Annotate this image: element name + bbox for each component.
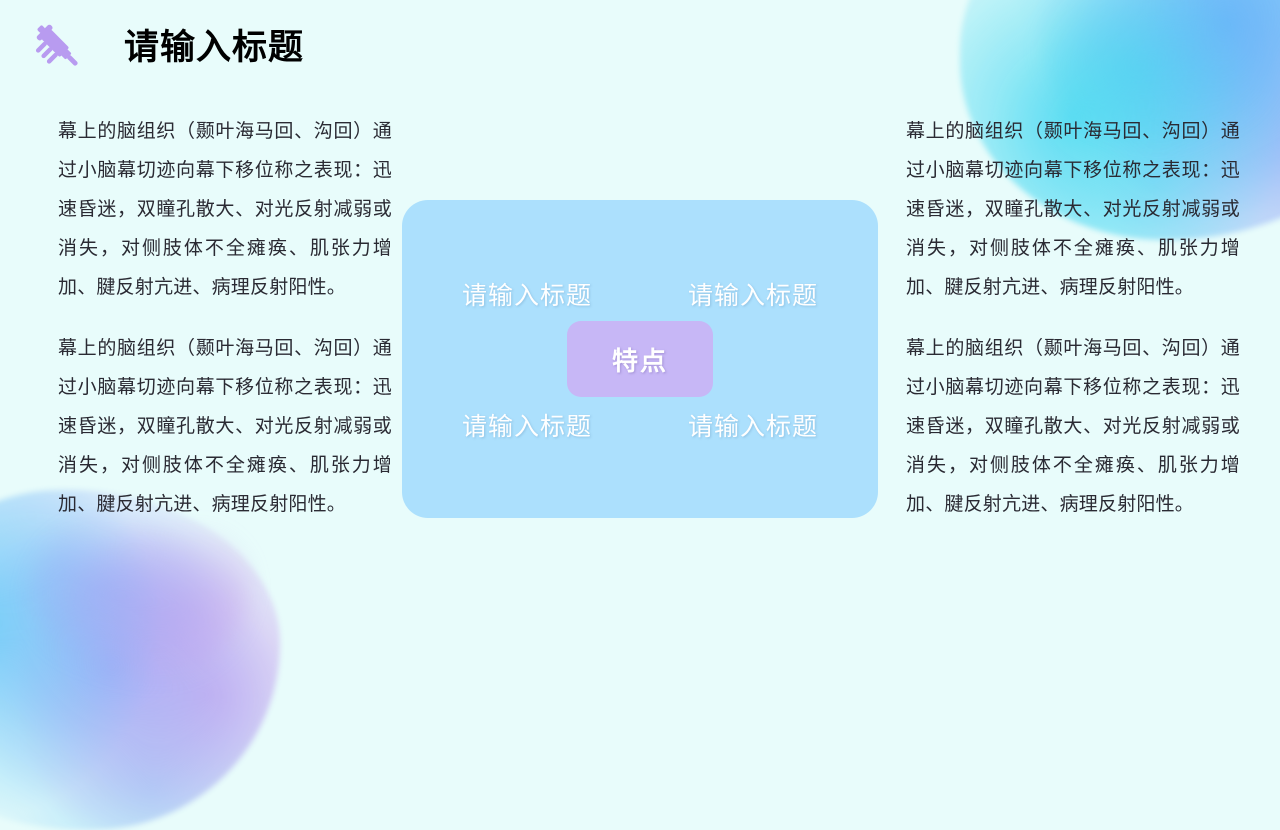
syringe-icon: [35, 24, 78, 66]
feature-label-bottom-right[interactable]: 请输入标题: [687, 412, 818, 441]
left-paragraph-2: 幕上的脑组织（颞叶海马回、沟回）通过小脑幕切迹向幕下移位称之表现：迅速昏迷，双瞳…: [58, 338, 392, 515]
feature-label-bottom-left[interactable]: 请输入标题: [461, 412, 592, 441]
feature-card-labels: 请输入标题 请输入标题 请输入标题 请输入标题: [402, 200, 878, 518]
watercolor-decoration-bottom-left: [0, 490, 280, 830]
right-paragraph-1: 幕上的脑组织（颞叶海马回、沟回）通过小脑幕切迹向幕下移位称之表现：迅速昏迷，双瞳…: [906, 121, 1240, 298]
feature-card: 请输入标题 请输入标题 请输入标题 请输入标题 特点: [402, 200, 878, 518]
right-text-column: 幕上的脑组织（颞叶海马回、沟回）通过小脑幕切迹向幕下移位称之表现：迅速昏迷，双瞳…: [906, 112, 1240, 524]
center-badge-label: 特点: [611, 345, 668, 376]
right-paragraph-2: 幕上的脑组织（颞叶海马回、沟回）通过小脑幕切迹向幕下移位称之表现：迅速昏迷，双瞳…: [906, 338, 1240, 515]
feature-label-top-right[interactable]: 请输入标题: [687, 281, 818, 310]
left-text-column: 幕上的脑组织（颞叶海马回、沟回）通过小脑幕切迹向幕下移位称之表现：迅速昏迷，双瞳…: [58, 112, 392, 524]
left-paragraph-1: 幕上的脑组织（颞叶海马回、沟回）通过小脑幕切迹向幕下移位称之表现：迅速昏迷，双瞳…: [58, 121, 392, 298]
slide-header: 请输入标题: [28, 16, 304, 78]
page-title: 请输入标题: [124, 27, 305, 67]
feature-label-top-left[interactable]: 请输入标题: [461, 281, 592, 310]
center-badge[interactable]: 特点: [567, 321, 713, 397]
watercolor-decoration-bottom-left-accent: [30, 505, 250, 680]
